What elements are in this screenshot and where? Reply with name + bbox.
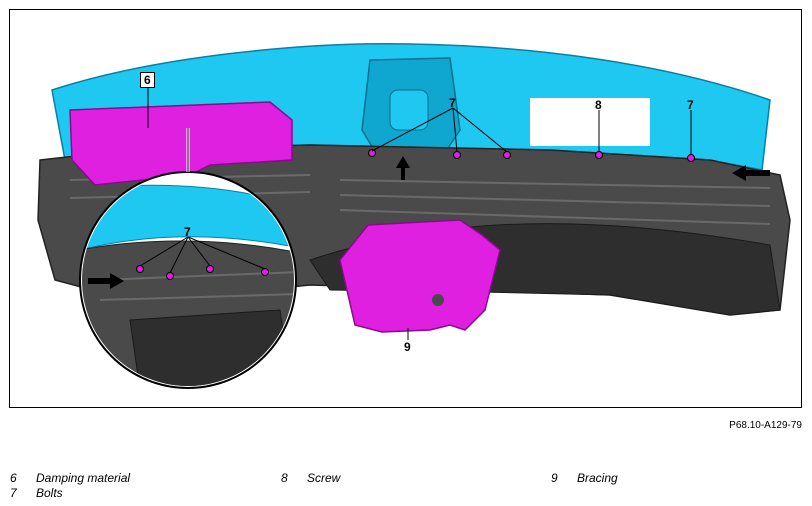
legend-item-7: 7 Bolts	[10, 486, 63, 501]
arrow-up-icon	[396, 156, 410, 180]
diagram-frame: 6 7 8 7 7 9	[9, 9, 802, 408]
cover-opening	[530, 98, 650, 146]
legend-item-6: 6 Damping material	[10, 471, 130, 486]
legend-number: 9	[551, 471, 558, 485]
dashboard-illustration	[37, 43, 791, 389]
legend-number: 8	[281, 471, 288, 485]
damping-material	[69, 101, 293, 186]
dashboard-ribs	[69, 174, 771, 225]
legend-number: 6	[10, 471, 17, 485]
arrow-right-icon	[88, 273, 124, 289]
callout-bolts-detail: 7	[184, 225, 191, 239]
arrow-left-icon	[732, 165, 770, 181]
legend-label: Damping material	[36, 471, 131, 485]
legend-label: Screw	[307, 471, 341, 485]
callout-bolts-top: 7	[449, 96, 456, 110]
callout-bolts-right: 7	[687, 98, 694, 112]
legend-label: Bolts	[36, 486, 63, 500]
legend-number: 7	[10, 486, 17, 500]
bolt-markers	[368, 149, 695, 162]
callout-screw: 8	[595, 98, 602, 112]
legend-label: Bracing	[577, 471, 618, 485]
figure-code: P68.10-A129-79	[729, 420, 802, 431]
legend-item-9: 9 Bracing	[551, 471, 618, 486]
bracing	[339, 219, 501, 333]
direction-arrows	[88, 156, 770, 289]
callout-bracing: 9	[404, 340, 411, 354]
callout-damping-material: 6	[140, 72, 155, 88]
legend-item-8: 8 Screw	[281, 471, 340, 486]
